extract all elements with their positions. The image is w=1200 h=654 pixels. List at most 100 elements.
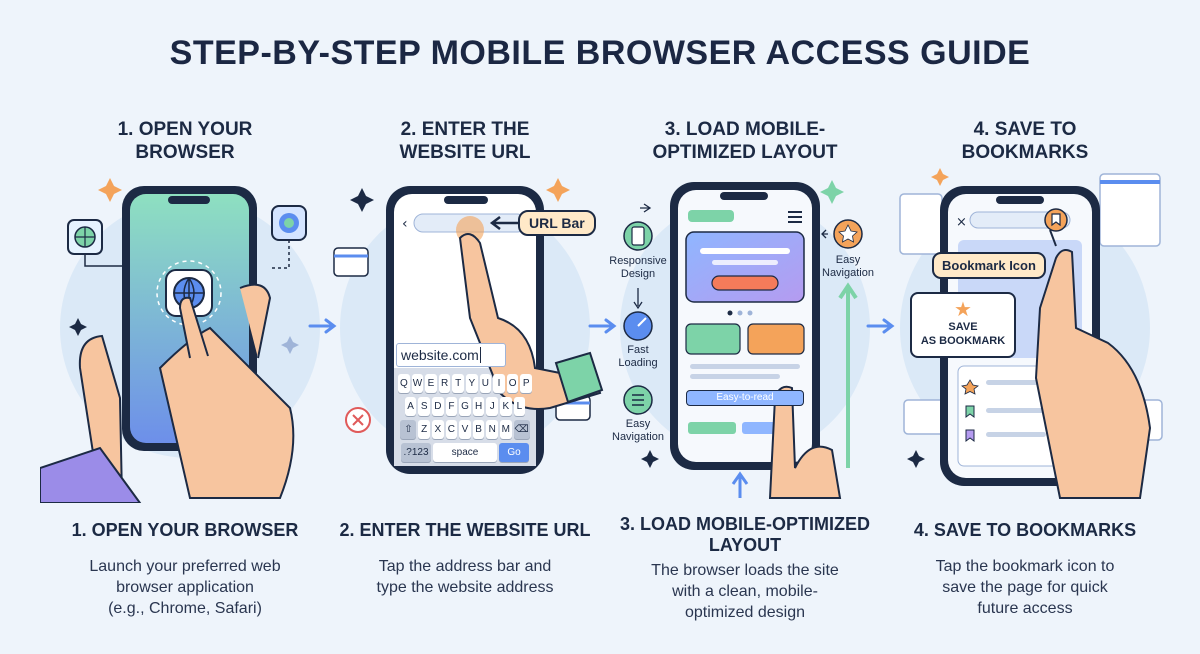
step-4-description: Tap the bookmark icon to save the page f…	[935, 558, 1115, 617]
hamburger-menu-icon	[788, 211, 802, 223]
background-window	[899, 193, 943, 255]
sleeve	[40, 446, 142, 503]
page-title: STEP-BY-STEP MOBILE BROWSER ACCESS GUIDE	[169, 34, 1031, 72]
sparkle-icon	[98, 178, 122, 202]
star-icon: ★	[954, 299, 972, 321]
right-hand	[158, 326, 295, 499]
sleeve	[554, 351, 604, 404]
key-m[interactable]: M	[499, 420, 512, 439]
content-card	[685, 323, 741, 355]
step-2-heading: 2. ENTER THE WEBSITE URL	[399, 119, 531, 163]
step-2-title: 2. ENTER THE WEBSITE URL	[339, 520, 591, 540]
key-q[interactable]: Q	[398, 374, 410, 393]
connector-line	[84, 254, 123, 267]
shift-key[interactable]: ⇧	[400, 420, 417, 439]
sparkle-icon	[907, 450, 925, 468]
key-y[interactable]: Y	[466, 374, 478, 393]
feature-easy-navigation-right: Easy Navigation	[822, 254, 874, 279]
next-arrow-icon	[308, 318, 337, 334]
step-3-title: 3. LOAD MOBILE-OPTIMIZED LAYOUT	[620, 514, 870, 555]
backspace-key[interactable]: ⌫	[513, 420, 530, 439]
next-arrow-icon	[866, 318, 895, 334]
content-card	[747, 323, 805, 355]
site-logo	[688, 210, 734, 222]
key-n[interactable]: N	[486, 420, 498, 439]
key-l[interactable]: L	[513, 397, 526, 416]
step-1-title: 1. OPEN YOUR BROWSER	[71, 520, 299, 540]
step-4: 4. SAVE TO BOOKMARKS × Bookmark Icon	[880, 0, 1170, 654]
step-2-description: Tap the address bar and type the website…	[376, 558, 554, 596]
key-s[interactable]: S	[418, 397, 431, 416]
calendar-icon	[333, 247, 369, 277]
step-4-heading: 4. SAVE TO BOOKMARKS	[961, 119, 1089, 163]
key-r[interactable]: R	[438, 374, 451, 393]
step-3-description: The browser loads the site with a clean,…	[651, 562, 839, 621]
key-u[interactable]: U	[479, 374, 492, 393]
feature-responsive-design: Responsive Design	[609, 255, 667, 280]
space-key[interactable]: space	[433, 443, 497, 462]
key-x[interactable]: X	[432, 420, 444, 439]
url-input[interactable]: website.com	[396, 343, 506, 367]
key-k[interactable]: K	[499, 397, 512, 416]
sparkle-icon	[546, 178, 570, 202]
save-bookmark-card[interactable]: ★ SAVE AS BOOKMARK	[910, 292, 1016, 358]
key-h[interactable]: H	[472, 397, 485, 416]
step-3-heading: 3. LOAD MOBILE- OPTIMIZED LAYOUT	[652, 119, 838, 163]
go-key[interactable]: Go	[499, 443, 529, 462]
key-g[interactable]: G	[459, 397, 471, 416]
step-1-description: Launch your preferred web browser applic…	[89, 558, 281, 617]
key-z[interactable]: Z	[418, 420, 431, 439]
key-a[interactable]: A	[404, 397, 417, 416]
key-i[interactable]: I	[493, 374, 505, 393]
bookmark-icon	[965, 429, 975, 442]
pointing-finger	[178, 296, 209, 359]
easy-to-read-label: Easy-to-read	[686, 390, 804, 406]
key-b[interactable]: B	[472, 420, 485, 439]
next-arrow-icon	[588, 318, 617, 334]
svg-text:×: ×	[956, 215, 967, 230]
svg-text:‹: ‹	[402, 216, 408, 232]
background-window	[1099, 173, 1161, 247]
step-2: 2. ENTER THE WEBSITE URL ‹ URL Bar webs	[320, 0, 610, 654]
key-j[interactable]: J	[486, 397, 498, 416]
key-t[interactable]: T	[452, 374, 464, 393]
step-4-title: 4. SAVE TO BOOKMARKS	[913, 520, 1137, 540]
key-o[interactable]: O	[506, 374, 519, 393]
sparkle-icon	[641, 450, 659, 468]
key-f[interactable]: F	[445, 397, 458, 416]
sparkle-icon	[69, 318, 87, 336]
step-1-illustration	[40, 178, 320, 503]
step-1: 1. OPEN YOUR BROWSER	[40, 0, 330, 654]
step-3: 3. LOAD MOBILE- OPTIMIZED LAYOUT	[600, 0, 890, 654]
key-p[interactable]: P	[520, 374, 532, 393]
url-bar-callout: URL Bar	[518, 210, 596, 236]
numbers-key[interactable]: .?123	[401, 443, 431, 462]
left-hand	[78, 334, 124, 499]
cta-button	[711, 275, 779, 291]
bookmark-icon	[965, 405, 975, 418]
sparkle-icon	[281, 336, 299, 354]
star-icon	[961, 379, 979, 395]
step-3-illustration	[620, 180, 870, 499]
key-v[interactable]: V	[459, 420, 471, 439]
feature-fast-loading: Fast Loading	[618, 344, 658, 369]
feature-easy-navigation-left: Easy Navigation	[612, 418, 664, 443]
key-c[interactable]: C	[445, 420, 458, 439]
bookmark-icon-callout: Bookmark Icon	[932, 252, 1046, 279]
sparkle-icon	[820, 180, 844, 204]
key-e[interactable]: E	[425, 374, 437, 393]
sparkle-icon	[931, 168, 949, 186]
step-1-heading: 1. OPEN YOUR BROWSER	[117, 119, 253, 163]
tapping-hand	[1034, 249, 1152, 499]
callout-arrow-icon	[489, 216, 518, 230]
key-w[interactable]: W	[411, 374, 424, 393]
key-d[interactable]: D	[432, 397, 444, 416]
sparkle-icon	[350, 188, 374, 212]
hero-banner	[685, 231, 805, 303]
phone-notch	[168, 196, 210, 204]
